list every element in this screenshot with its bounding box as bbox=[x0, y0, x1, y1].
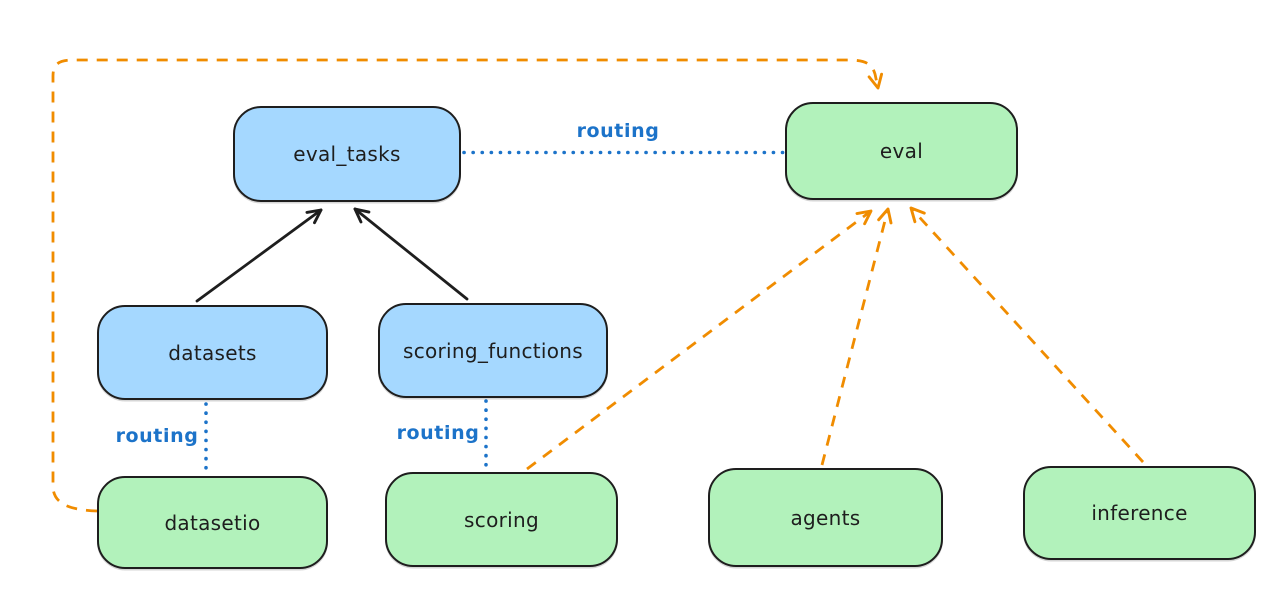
node-inference: inference bbox=[1023, 466, 1256, 560]
node-eval: eval bbox=[785, 102, 1018, 200]
node-datasets: datasets bbox=[97, 305, 328, 400]
edge-label-routing-eval-tasks-eval: routing bbox=[576, 120, 660, 142]
node-scoring-functions: scoring_functions bbox=[378, 303, 608, 398]
node-scoring-functions-label: scoring_functions bbox=[402, 338, 584, 363]
edge-agents-to-eval bbox=[820, 207, 893, 466]
node-agents: agents bbox=[708, 468, 943, 567]
node-agents-label: agents bbox=[790, 505, 861, 530]
edge-scoring-functions-to-eval-tasks bbox=[353, 207, 469, 301]
node-scoring-label: scoring bbox=[464, 507, 539, 532]
edge-label-routing-datasets-datasetio: routing bbox=[115, 425, 199, 447]
node-eval-label: eval bbox=[879, 139, 924, 163]
edge-label-routing-scoring-functions-scoring: routing bbox=[396, 422, 480, 444]
node-datasets-label: datasets bbox=[168, 340, 257, 365]
node-scoring: scoring bbox=[385, 472, 618, 567]
edge-inference-to-eval bbox=[909, 206, 1145, 463]
node-inference-label: inference bbox=[1091, 501, 1188, 525]
edge-datasets-to-eval-tasks bbox=[195, 208, 323, 303]
node-eval-tasks-label: eval_tasks bbox=[293, 142, 401, 166]
node-datasetio: datasetio bbox=[97, 476, 328, 569]
node-datasetio-label: datasetio bbox=[164, 510, 261, 535]
node-eval-tasks: eval_tasks bbox=[233, 106, 461, 202]
